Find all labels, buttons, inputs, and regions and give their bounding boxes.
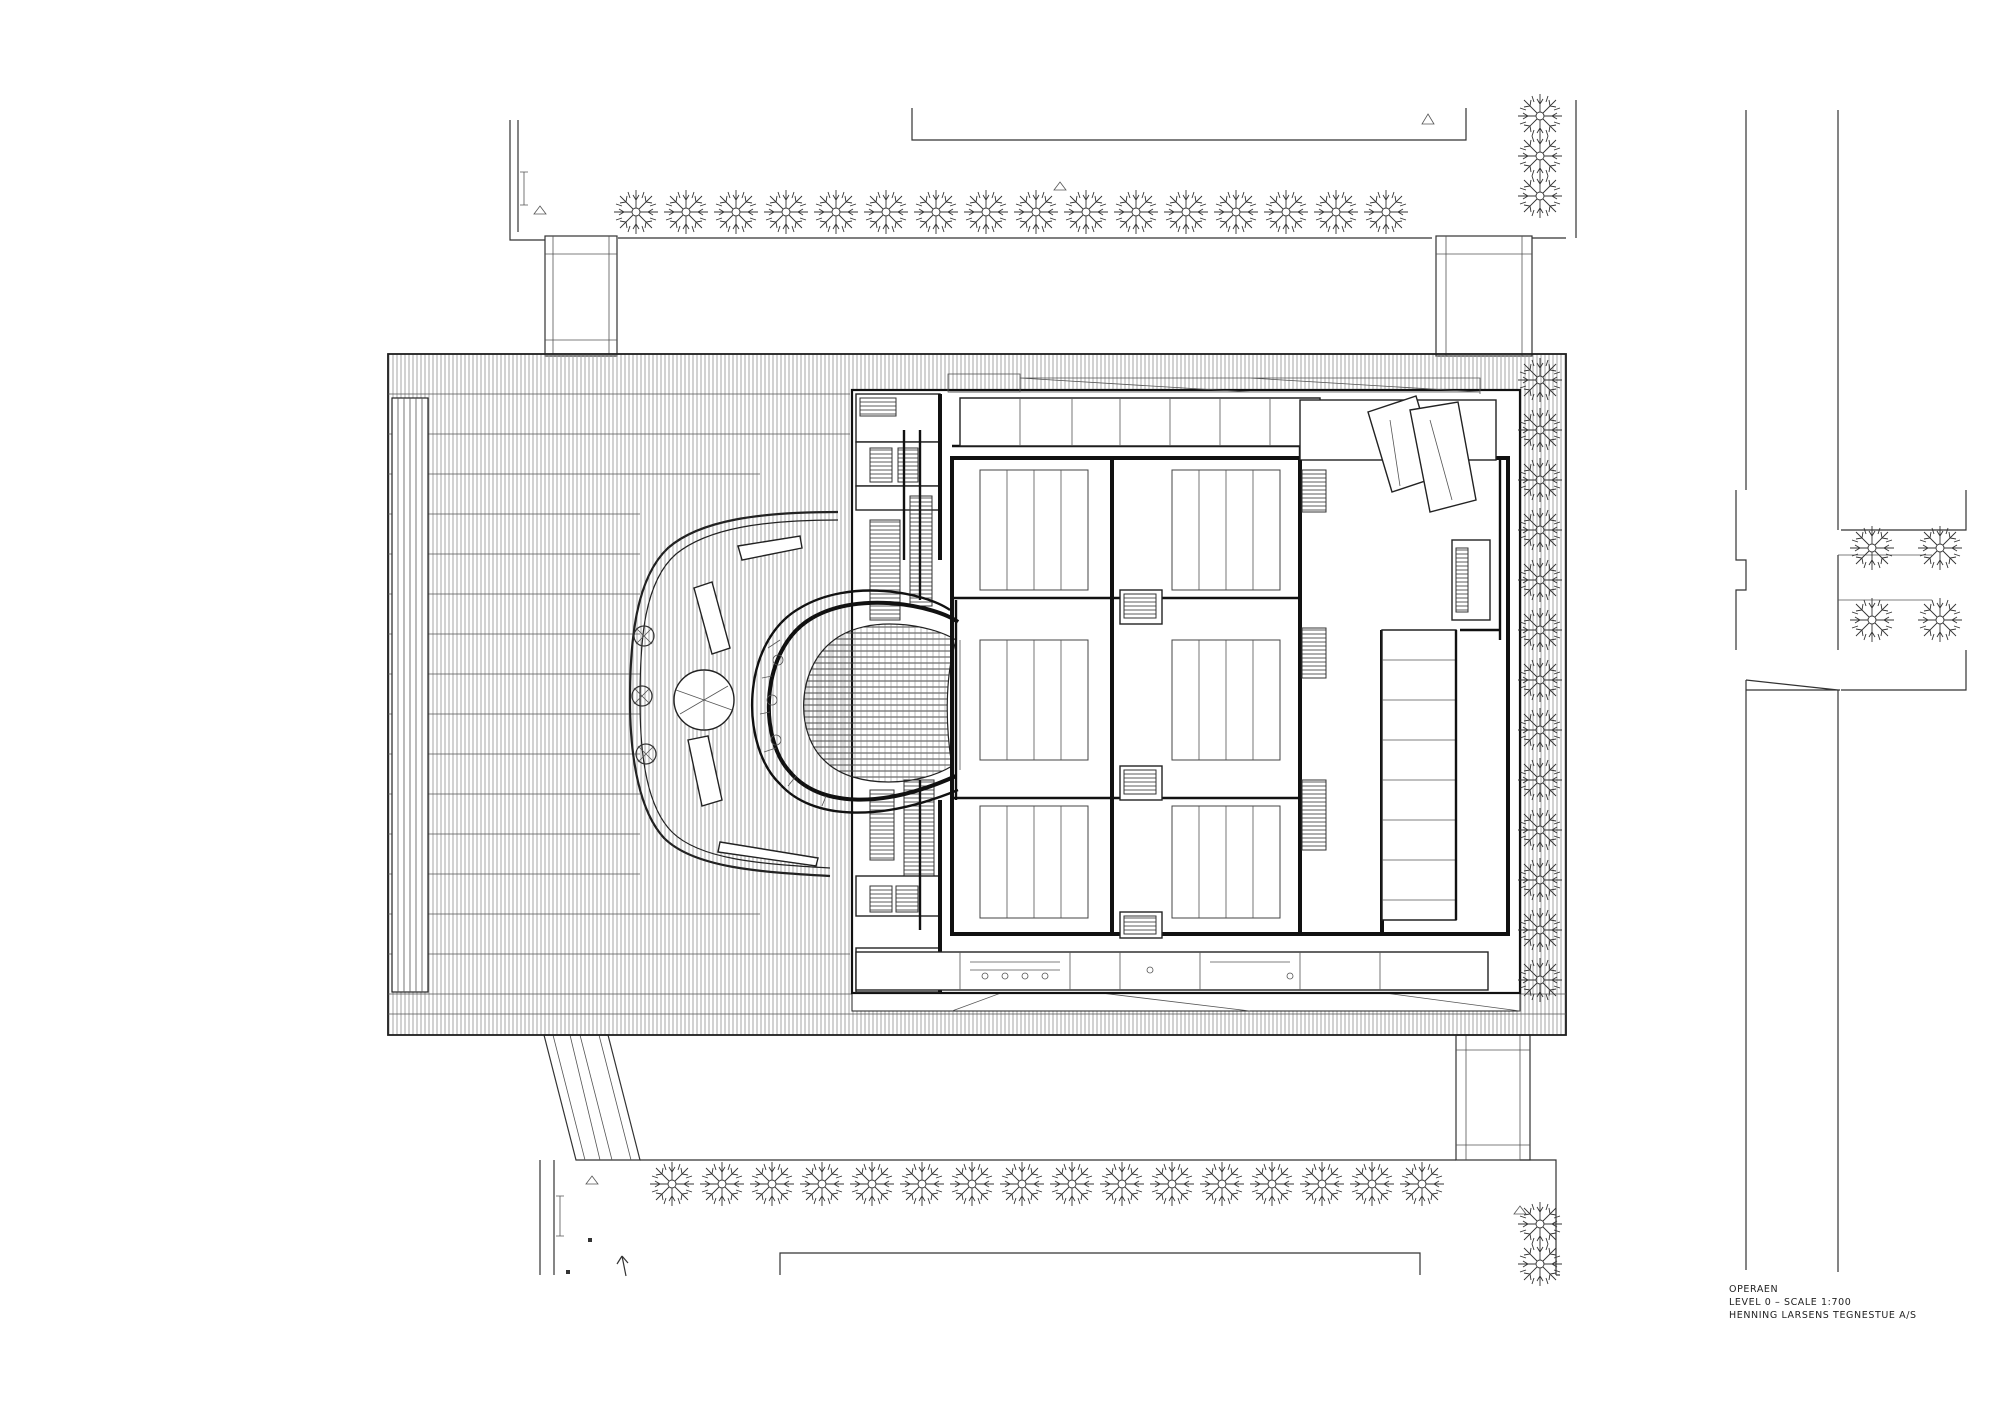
bridge-south-east xyxy=(1455,1034,1531,1161)
stage-areas xyxy=(979,469,1281,919)
site-markers xyxy=(520,113,1527,1277)
bridge-north-west xyxy=(544,235,618,357)
level-scale-label: LEVEL 0 – SCALE 1:700 xyxy=(1729,1297,1852,1308)
bridge-north-east xyxy=(1435,235,1533,357)
project-title: OPERAEN xyxy=(1729,1284,1779,1295)
tree-group-far-east xyxy=(1849,525,1963,643)
tree-row-south xyxy=(649,1161,1445,1207)
title-block: OPERAEN LEVEL 0 – SCALE 1:700 HENNING LA… xyxy=(1729,1283,1917,1322)
bridge-south-west xyxy=(543,1034,641,1161)
tree-row-north xyxy=(613,189,1409,235)
firm-name: HENNING LARSENS TEGNESTUE A/S xyxy=(1729,1310,1917,1321)
site-outline xyxy=(509,100,1967,1276)
opera-building xyxy=(750,373,1522,995)
foyer-plaza-elements xyxy=(628,510,839,878)
